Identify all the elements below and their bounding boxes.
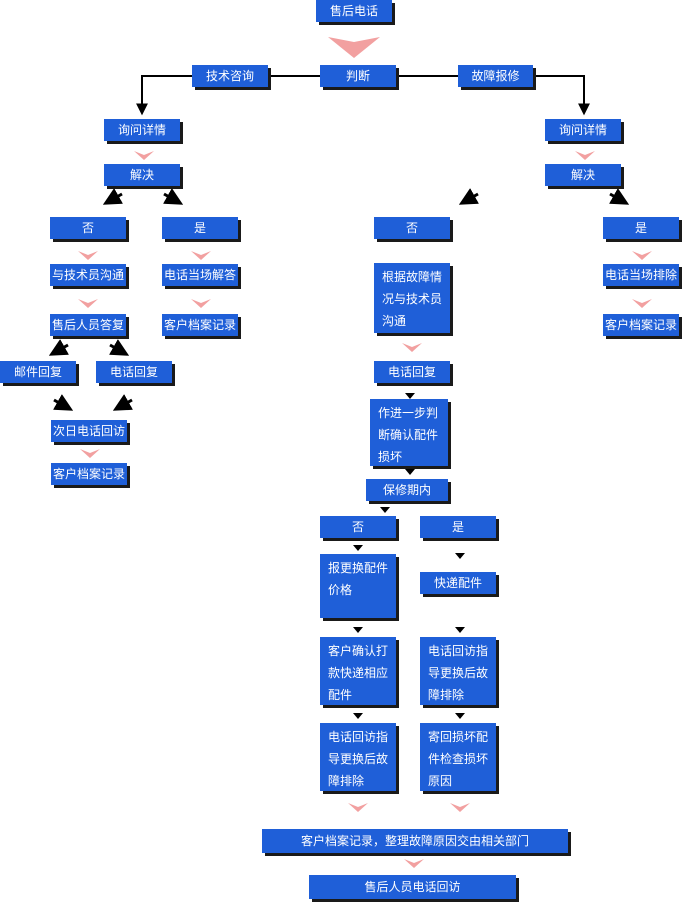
pink-arrow — [134, 151, 154, 160]
node-final-record: 客户档案记录，整理故障原因交由相关部门 — [262, 829, 568, 853]
pink-arrow — [80, 449, 100, 458]
node-callback-guide-yes: 电话回访指导更换后故障排除 — [420, 637, 496, 705]
node-mid-comm-by-fault: 根据故障情况与技术员沟通 — [374, 263, 450, 333]
big-pink-down-arrow — [328, 37, 380, 58]
node-left-solve: 解决 — [104, 164, 180, 186]
black-diag-arrow — [458, 188, 479, 205]
pink-arrows — [78, 151, 652, 868]
pink-arrow — [404, 859, 424, 868]
node-customer-pay-express: 客户确认打款快递相应配件 — [320, 637, 396, 705]
pink-arrow — [632, 299, 652, 308]
pink-arrow — [191, 299, 211, 308]
small-down-triangle — [353, 713, 363, 719]
node-fault-repair: 故障报修 — [458, 65, 533, 87]
small-down-triangle — [353, 545, 363, 551]
black-diag-arrow — [609, 188, 630, 205]
node-left-no: 否 — [50, 217, 126, 239]
pink-arrow — [78, 299, 98, 308]
node-left-phone-reply: 电话回复 — [96, 361, 172, 383]
pink-arrow — [348, 803, 368, 812]
node-express-parts: 快递配件 — [420, 572, 496, 594]
node-warranty-yes: 是 — [420, 516, 496, 538]
node-left-inquire: 询问详情 — [104, 119, 180, 141]
pink-arrow — [78, 251, 98, 260]
node-left-mail-reply: 邮件回复 — [0, 361, 76, 383]
pink-arrow — [575, 151, 595, 160]
node-left-next-day-callback: 次日电话回访 — [51, 420, 127, 442]
line-to-right-inquire — [533, 75, 590, 116]
node-callback-guide-no: 电话回访指导更换后故障排除 — [320, 723, 396, 791]
node-return-broken-parts: 寄回损坏配件检查损坏原因 — [420, 723, 496, 791]
node-tech-consult: 技术咨询 — [192, 65, 268, 87]
small-down-triangle — [455, 553, 465, 559]
node-right-phone-fix: 电话当场排除 — [603, 264, 679, 286]
node-quote-parts-price: 报更换配件价格 — [320, 554, 396, 618]
node-left-phone-answer: 电话当场解答 — [162, 264, 238, 286]
node-right-record-yes: 客户档案记录 — [603, 314, 679, 336]
pink-arrow — [402, 343, 422, 352]
node-warranty-no: 否 — [320, 516, 396, 538]
small-down-triangle — [405, 393, 415, 399]
node-left-after-sales-reply: 售后人员答复 — [50, 314, 126, 336]
node-right-solve: 解决 — [545, 164, 621, 186]
pink-arrow — [632, 251, 652, 260]
node-mid-warranty: 保修期内 — [366, 479, 448, 501]
line-to-left-inquire — [136, 75, 192, 116]
small-down-triangle — [353, 627, 363, 633]
node-mid-further-judge: 作进一步判断确认配件损坏 — [370, 399, 448, 466]
node-left-record-yes: 客户档案记录 — [162, 314, 238, 336]
node-mid-phone-reply: 电话回复 — [374, 361, 450, 383]
small-down-triangle — [380, 507, 390, 513]
black-diag-arrow — [53, 394, 74, 411]
node-left-yes: 是 — [162, 217, 238, 239]
small-down-triangle — [455, 713, 465, 719]
node-right-yes: 是 — [603, 217, 679, 239]
node-left-comm-tech: 与技术员沟通 — [50, 264, 126, 286]
node-left-record-final: 客户档案记录 — [51, 463, 127, 485]
small-down-triangle — [455, 627, 465, 633]
black-diag-arrow — [109, 339, 130, 356]
pink-arrow — [191, 251, 211, 260]
black-diag-arrow — [102, 188, 123, 205]
black-diag-arrow — [112, 394, 133, 411]
small-down-triangle — [405, 469, 415, 475]
node-right-inquire: 询问详情 — [545, 119, 621, 141]
black-diag-arrow — [48, 339, 69, 356]
node-hotline: 售后电话 — [316, 0, 392, 22]
node-mid-no: 否 — [374, 217, 450, 239]
node-final-callback: 售后人员电话回访 — [309, 875, 516, 899]
node-judge: 判断 — [320, 65, 396, 87]
black-diag-arrow — [163, 188, 184, 205]
pink-arrow — [450, 803, 470, 812]
